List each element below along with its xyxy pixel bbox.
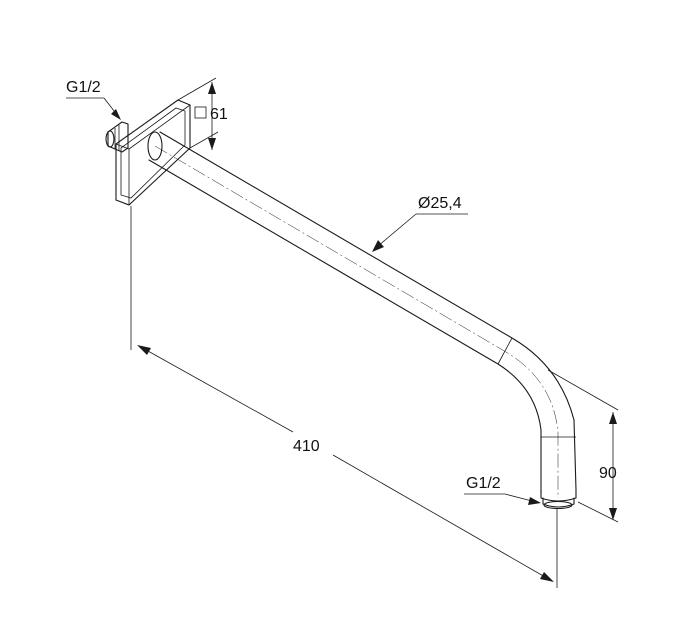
pipe-diameter-label: Ø25,4 [418,195,462,212]
drop-height-label: 90 [599,465,617,482]
dim-flange-size: 61 [177,77,228,150]
dim-pipe-diameter: Ø25,4 [372,195,468,252]
dim-length: 410 [130,206,558,588]
dim-drop-height: 90 [547,369,619,523]
flange-size-label: 61 [210,106,228,123]
shower-arm-pipe [147,131,577,498]
inlet-thread-label: G1/2 [66,79,101,96]
dim-outlet-thread: G1/2 [464,475,541,505]
square-symbol-icon [194,106,207,119]
wall-flange [115,99,191,206]
length-label: 410 [293,438,320,455]
dim-inlet-thread: G1/2 [66,79,121,120]
outlet-thread-label: G1/2 [466,475,501,492]
outlet-fitting [540,489,577,510]
inlet-nipple [105,121,129,153]
